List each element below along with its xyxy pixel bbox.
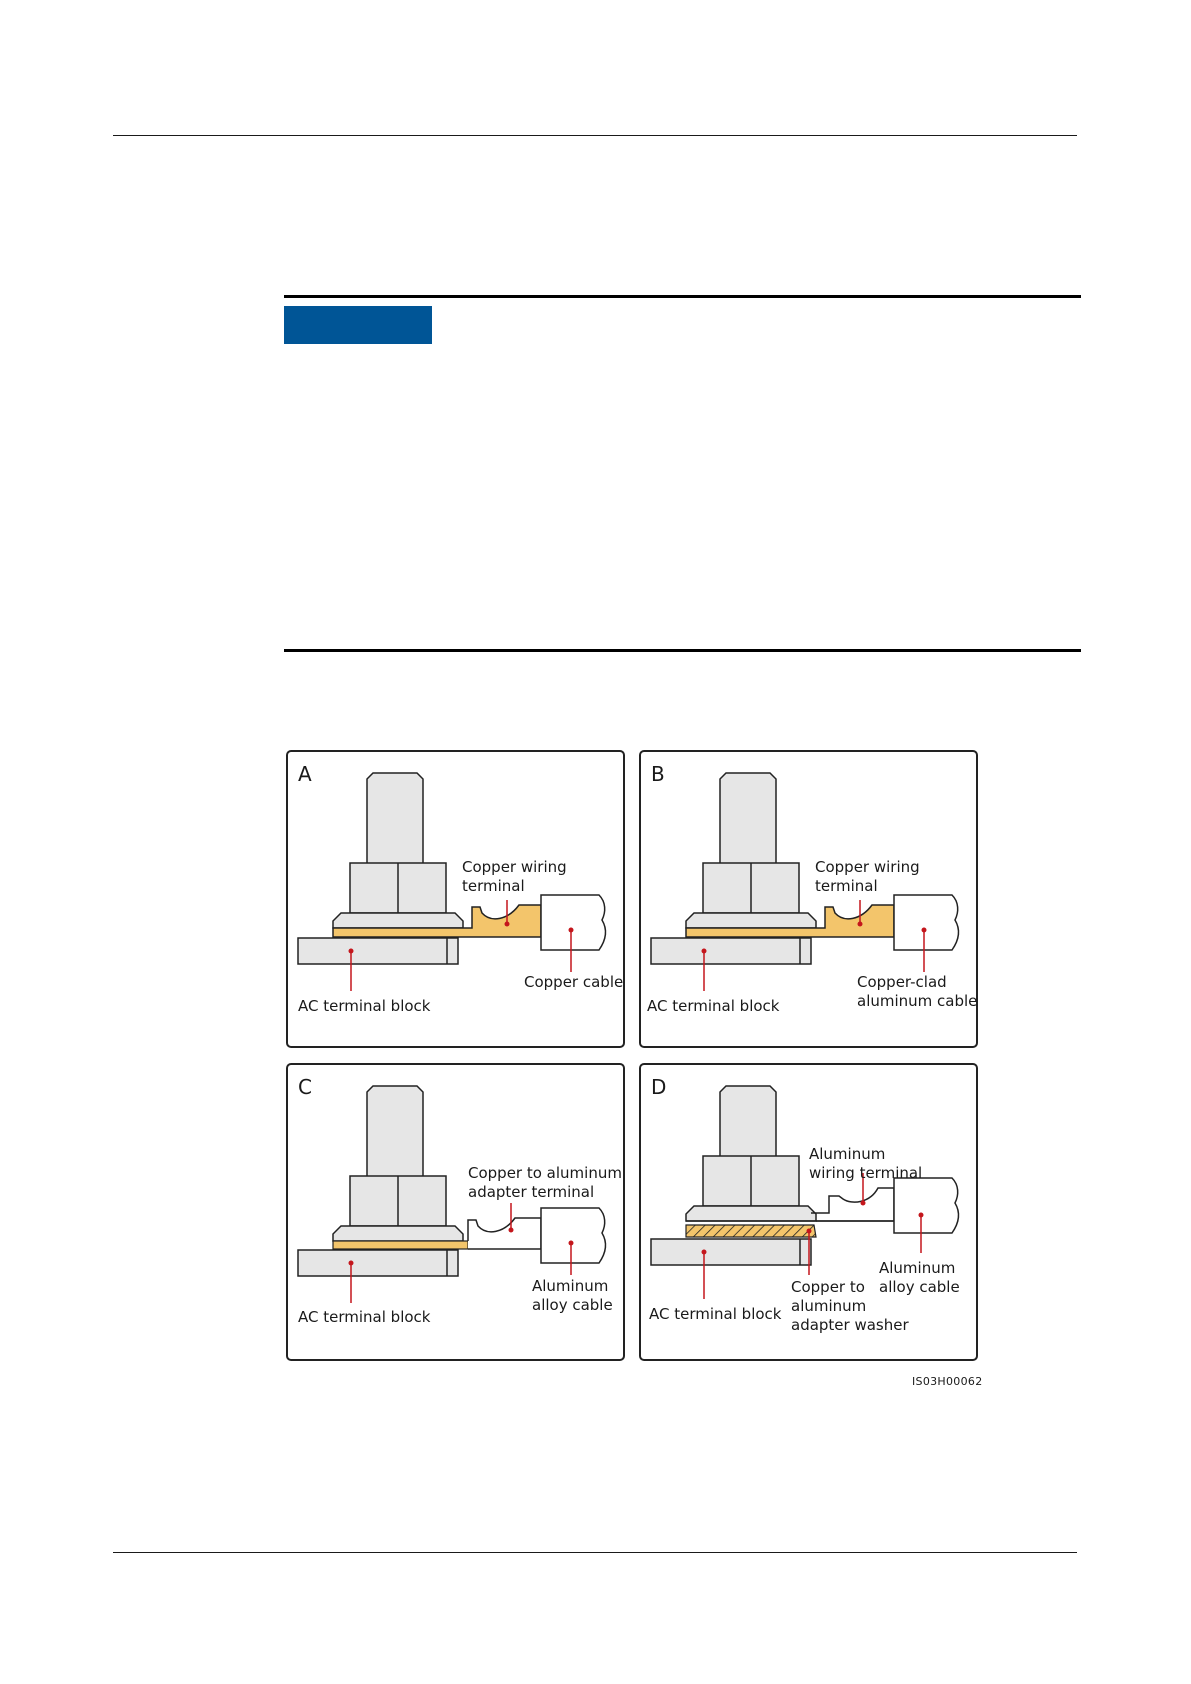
notice-top-border [284, 295, 1081, 298]
cable-label-line: Aluminum [532, 1277, 609, 1295]
washer-label-line: Copper to [791, 1278, 865, 1296]
terminal-label-line: Copper wiring [462, 858, 567, 876]
terminal-label-line: terminal [462, 877, 525, 895]
block-label: AC terminal block [298, 997, 431, 1015]
block-label: AC terminal block [647, 997, 780, 1015]
panel-letter: D [651, 1075, 667, 1099]
terminal-label-line: terminal [815, 877, 878, 895]
cable-label: Aluminum alloy cable [879, 1259, 960, 1297]
notice-badge [284, 306, 432, 344]
terminal-label: Copper to aluminum adapter terminal [468, 1164, 622, 1202]
terminal-label: Copper wiring terminal [815, 858, 920, 896]
panel-d-drawing [639, 1063, 978, 1361]
cable-label-line: alloy cable [532, 1296, 613, 1314]
cable-label-line: Copper-clad [857, 973, 947, 991]
panel-c-drawing [286, 1063, 625, 1361]
header-rule [113, 135, 1077, 136]
cable-label: Aluminum alloy cable [532, 1277, 613, 1315]
block-label: AC terminal block [649, 1305, 782, 1323]
cable-label-line: Aluminum [879, 1259, 956, 1277]
cable-label-line: Copper cable [524, 973, 624, 991]
figure-code: IS03H00062 [912, 1375, 983, 1388]
panel-b-drawing [639, 750, 978, 1048]
panel-a: A Copper wiring terminal Copper cable AC… [286, 750, 625, 1048]
terminal-label-line: Copper wiring [815, 858, 920, 876]
footer-rule [113, 1552, 1077, 1553]
terminal-label: Aluminum wiring terminal [809, 1145, 922, 1183]
terminal-label-line: wiring terminal [809, 1164, 923, 1182]
panel-letter: C [298, 1075, 312, 1099]
block-label: AC terminal block [298, 1308, 431, 1326]
washer-label-line: adapter washer [791, 1316, 909, 1334]
panel-a-drawing [286, 750, 625, 1048]
terminal-label-line: Copper to aluminum [468, 1164, 622, 1182]
panel-d: D Aluminum wiring terminal Aluminum allo… [639, 1063, 978, 1361]
cable-label-line: aluminum cable [857, 992, 978, 1010]
panel-c: C Copper to aluminum adapter terminal Al… [286, 1063, 625, 1361]
terminal-label: Copper wiring terminal [462, 858, 567, 896]
panel-b: B Copper wiring terminal Copper-clad alu… [639, 750, 978, 1048]
terminal-label-line: adapter terminal [468, 1183, 595, 1201]
washer-label-line: aluminum [791, 1297, 867, 1315]
panel-letter: A [298, 762, 312, 786]
cable-label: Copper cable [524, 973, 623, 992]
panel-letter: B [651, 762, 665, 786]
notice-bottom-border [284, 649, 1081, 652]
terminal-label-line: Aluminum [809, 1145, 886, 1163]
washer-label: Copper to aluminum adapter washer [791, 1278, 909, 1335]
cable-label-line: alloy cable [879, 1278, 960, 1296]
cable-terminal-diagram: A Copper wiring terminal Copper cable AC… [284, 745, 984, 1395]
cable-label: Copper-clad aluminum cable [857, 973, 977, 1011]
